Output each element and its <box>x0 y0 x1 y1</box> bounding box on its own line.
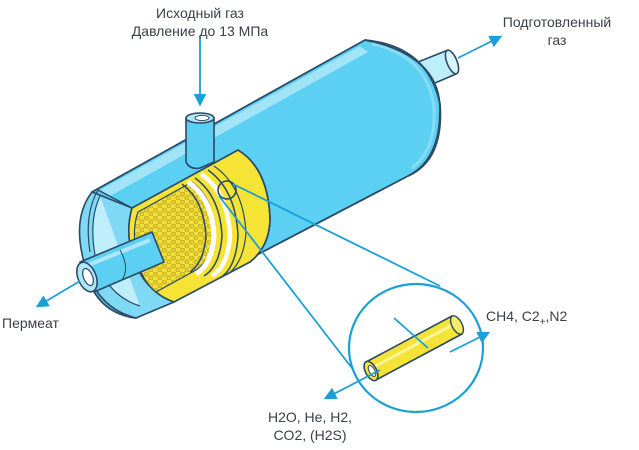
fast-gases-arrow <box>323 369 381 400</box>
slow-gases-tail: ,N2 <box>545 308 568 324</box>
fast-gases-label: H2O, He, H2, CO2, (H2S) <box>240 408 380 444</box>
feed-inlet-pipe <box>185 112 215 170</box>
fast-gases-line2: CO2, (H2S) <box>273 427 347 443</box>
magnified-fiber-detail <box>347 282 485 414</box>
slow-gases-label: CH4, C2+,N2 <box>486 307 567 332</box>
magnifier-connectors <box>218 183 441 373</box>
slow-gases-main: CH4, C2 <box>486 308 540 324</box>
permeate-label: Пермеат <box>2 315 59 331</box>
flow-arrows <box>35 35 503 400</box>
permeate-arrow <box>35 280 81 308</box>
fast-gases-line1: H2O, He, H2, <box>267 409 353 425</box>
slow-gases-arrow <box>449 331 491 353</box>
product-gas-arrow <box>457 35 503 59</box>
product-gas-line2: газ <box>547 32 567 48</box>
feed-gas-title: Исходный газ <box>156 5 244 21</box>
product-gas-line1: Подготовленный <box>502 14 612 30</box>
slow-gases-subscript: + <box>539 316 546 328</box>
feed-gas-label: Исходный газ Давление до 13 МПа <box>110 4 290 40</box>
feed-pressure-text: Давление до 13 МПа <box>131 23 269 39</box>
permeate-pipe <box>76 231 165 293</box>
product-gas-label: Подготовленный газ <box>492 13 622 49</box>
